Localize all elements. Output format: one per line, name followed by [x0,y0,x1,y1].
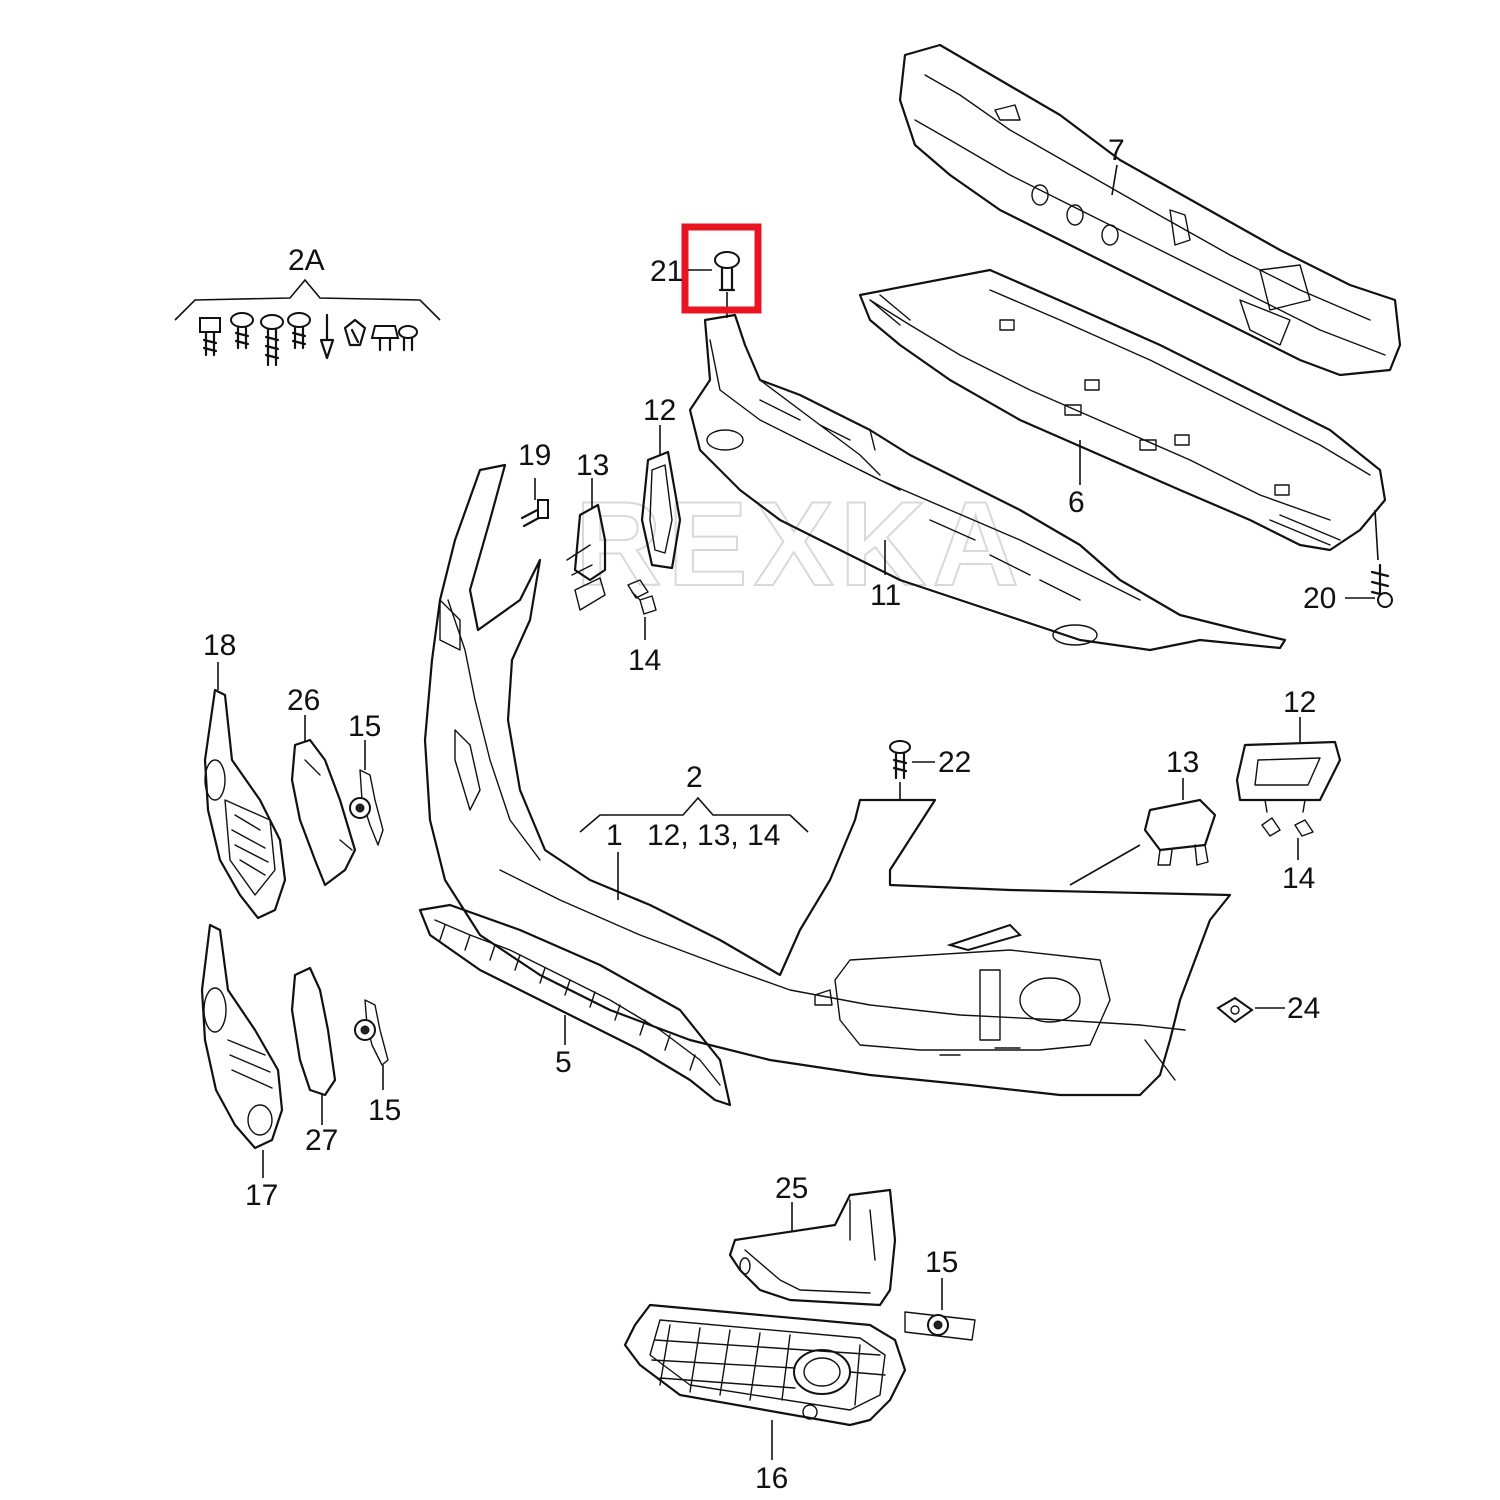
part-24-nut[interactable] [1216,996,1254,1024]
callout-2: 2 [686,761,703,794]
callout-13b: 13 [1166,746,1199,779]
callout-14a: 14 [628,644,661,677]
callout-20: 20 [1303,582,1336,615]
callout-18: 18 [203,629,236,662]
callout-11: 11 [870,579,901,612]
part-27-trim[interactable] [290,966,337,1097]
callout-12b: 12 [1283,686,1316,719]
callout-26: 26 [287,684,320,717]
callout-2A: 2A [288,244,325,277]
callout-6: 6 [1068,486,1085,519]
part-12-cover-left[interactable] [640,450,682,570]
callout-12a: 12 [643,394,676,427]
part-19-screw[interactable] [520,499,549,528]
part-14-spring-left[interactable] [627,579,657,615]
callout-22: 22 [938,746,971,779]
part-16-fog-grille[interactable] [623,1303,907,1427]
callout-25: 25 [775,1172,808,1205]
callout-5: 5 [555,1046,572,1079]
callout-14b: 14 [1282,862,1315,895]
callout-15b: 15 [368,1094,401,1127]
bracket-2 [579,796,809,833]
watermark-text: REXKA [575,477,1025,611]
part-21-expanding-clip[interactable] [714,251,740,318]
leader-13b [1069,778,1184,886]
part-13-bracket-right[interactable] [1143,798,1217,866]
callout-19: 19 [518,439,551,472]
callout-24: 24 [1287,992,1320,1025]
part-14-spring-right[interactable] [1261,817,1314,837]
callout-17: 17 [245,1179,278,1212]
part-22-screw[interactable] [889,740,911,800]
part-15-sensor-upper[interactable] [349,769,384,846]
part-5-lower-grille[interactable] [418,903,732,1107]
part-6-underbody-tray[interactable] [858,268,1387,552]
part-11-air-guide[interactable] [688,313,1287,652]
callout-15a: 15 [348,710,381,743]
callout-13a: 13 [576,449,609,482]
part-18-side-grille[interactable] [203,688,287,920]
callout-27: 27 [305,1124,338,1157]
part-7-bumper-carrier[interactable] [898,43,1402,377]
part-26-trim[interactable] [290,738,357,887]
highlight-box [681,223,762,314]
callout-2-includes: 12, 13, 14 [647,819,780,852]
part-15-sensor-middle[interactable] [354,999,389,1066]
part-1-bumper-cover[interactable] [423,463,1232,1097]
leader-7 [1111,164,1118,196]
part-13-bracket-left[interactable] [566,503,607,611]
part-15-sensor-lower[interactable] [904,1311,976,1341]
callout-16: 16 [755,1462,788,1495]
part-17-side-grille[interactable] [200,923,284,1150]
hardware-set-2A[interactable] [174,278,441,367]
part-12-cover-right[interactable] [1235,740,1342,813]
callout-15c: 15 [925,1246,958,1279]
callout-21: 21 [650,255,683,288]
part-20-screw[interactable] [1370,509,1393,608]
part-25-cover[interactable] [728,1188,897,1307]
callout-7: 7 [1108,134,1125,167]
callout-1: 1 [606,819,623,852]
